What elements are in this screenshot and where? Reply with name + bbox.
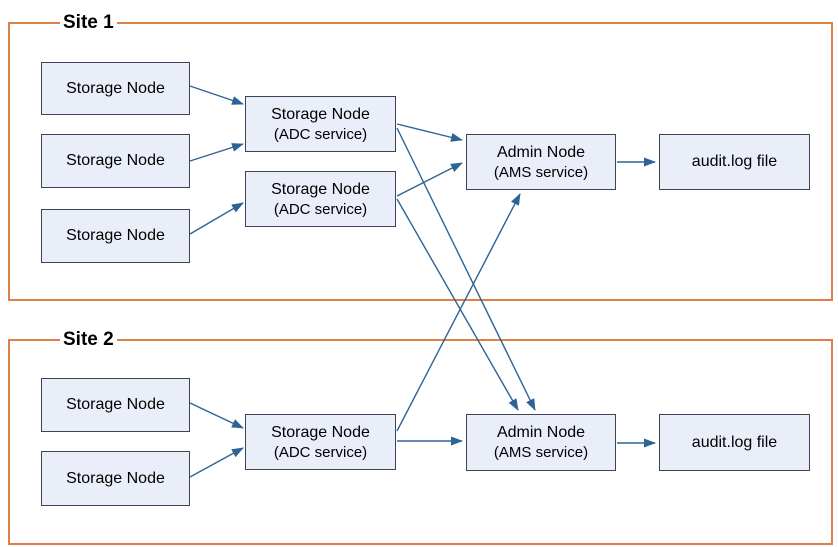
node-s1-storage-node-1: Storage Node [41,62,190,115]
node-label: Storage Node [66,396,165,413]
node-s1-adc-node-2: Storage Node (ADC service) [245,171,396,227]
node-s1-storage-node-3: Storage Node [41,209,190,263]
node-label: Storage Node [66,79,165,97]
site1-container: Site 1 [8,10,833,301]
node-label: Admin Node [496,424,586,441]
node-s1-adc-node-1: Storage Node (ADC service) [245,96,396,152]
site1-title: Site 1 [60,10,117,36]
site2-title: Site 2 [60,327,117,353]
arrow-s2-storage-node-2-to-s2-adc-node [189,447,244,478]
node-s2-storage-node-2: Storage Node [41,451,190,506]
node-label: Storage Node [66,152,165,169]
arrow-s2-adc-node-to-s1-admin-node [396,193,521,432]
arrow-s1-adc-node-1-to-s1-admin-node [396,123,463,142]
node-s2-storage-node-1: Storage Node [41,378,190,432]
arrow-s1-storage-node-1-to-s1-adc-node-1 [189,85,244,105]
site2-container: Site 2 [8,327,833,545]
arrow-s1-storage-node-3-to-s1-adc-node-2 [189,202,244,235]
arrow-s2-storage-node-1-to-s2-adc-node [189,402,244,429]
node-label: (AMS service) [493,444,589,461]
node-s1-audit-log-file: audit.log file [659,134,810,190]
node-label: Storage Node [271,423,370,441]
node-label: audit.log file [691,153,778,170]
node-label: Storage Node [271,180,370,198]
arrow-s1-adc-node-2-to-s2-admin-node [396,198,519,411]
node-s1-admin-node: Admin Node (AMS service) [466,134,616,190]
node-s2-audit-log-file: audit.log file [659,414,810,471]
node-label: Storage Node [271,105,370,123]
node-label: Admin Node [496,143,586,161]
node-label: (ADC service) [273,200,368,218]
node-label: Storage Node [66,469,165,487]
node-s1-storage-node-2: Storage Node [41,134,190,188]
arrow-s1-adc-node-2-to-s1-admin-node [396,162,463,197]
node-label: (ADC service) [273,443,368,461]
node-s2-admin-node: Admin Node (AMS service) [466,414,616,471]
node-s2-adc-node: Storage Node (ADC service) [245,414,396,470]
node-label: (AMS service) [493,163,589,181]
arrow-s1-adc-node-1-to-s2-admin-node [396,127,536,411]
node-label: audit.log file [691,433,778,451]
node-label: Storage Node [66,227,165,244]
arrow-s1-storage-node-2-to-s1-adc-node-1 [189,143,244,162]
node-label: (ADC service) [273,125,368,143]
